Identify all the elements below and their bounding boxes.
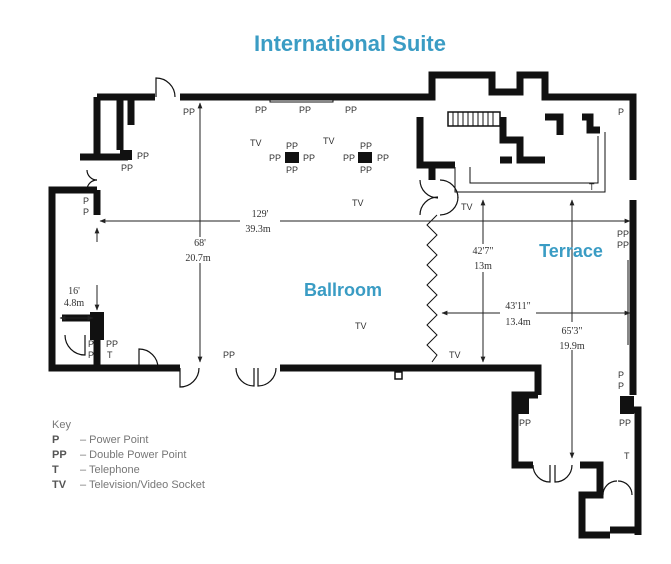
partition: [426, 214, 438, 363]
p-label: P: [88, 339, 94, 349]
t-label: T: [589, 182, 595, 192]
plan-title: International Suite: [254, 31, 446, 56]
pp-label: PP: [360, 165, 372, 175]
tv-label: TV: [250, 138, 262, 148]
p-label: P: [618, 107, 624, 117]
tv-label: TV: [461, 202, 473, 212]
dim-ballroom-depth-m: 20.7m: [185, 253, 211, 264]
tv-label: TV: [449, 350, 461, 360]
p-label: P: [83, 207, 89, 217]
service-outlines: [269, 98, 633, 345]
legend-code: T: [52, 464, 59, 476]
pp-label: PP: [617, 240, 629, 250]
dim-terrace-depth-m: 13m: [474, 261, 492, 272]
pp-label: PP: [269, 153, 281, 163]
pp-label: PP: [121, 163, 133, 173]
dim-ballroom-width-m: 39.3m: [245, 224, 271, 235]
pp-label: PP: [617, 229, 629, 239]
tv-label: TV: [355, 321, 367, 331]
outer-walls: [48, 71, 642, 539]
pp-label: PP: [183, 107, 195, 117]
pp-label: PP: [137, 151, 149, 161]
dim-terrace-width-m: 13.4m: [505, 317, 531, 328]
pp-label: PP: [519, 418, 531, 428]
legend-desc: – Telephone: [80, 464, 140, 476]
doors: [64, 77, 633, 496]
legend-code: P: [52, 434, 59, 446]
dim-side-m: 4.8m: [64, 298, 85, 309]
pp-label: PP: [377, 153, 389, 163]
legend-code: PP: [52, 449, 67, 461]
pp-label: PP: [286, 141, 298, 151]
legend: Key P – Power Point PP – Double Power Po…: [52, 419, 205, 491]
tv-label: TV: [352, 198, 364, 208]
legend-desc: – Television/Video Socket: [80, 479, 205, 491]
socket-labels: PP PP PP PP TV TV PP PP PP PP PP PP PP P…: [83, 105, 631, 461]
pp-label: PP: [360, 141, 372, 151]
t-label: T: [624, 451, 630, 461]
legend-desc: – Power Point: [80, 434, 148, 446]
pp-label: PP: [303, 153, 315, 163]
p-label: P: [83, 196, 89, 206]
pp-label: PP: [345, 105, 357, 115]
dim-terrace-width-ft: 43'11": [505, 301, 531, 312]
pp-label: PP: [619, 418, 631, 428]
pp-label: PP: [286, 165, 298, 175]
pp-label: PP: [299, 105, 311, 115]
p-label: P: [618, 370, 624, 380]
room-ballroom: Ballroom: [304, 280, 382, 300]
room-terrace: Terrace: [539, 241, 603, 261]
legend-desc: – Double Power Point: [80, 449, 186, 461]
pp-label: PP: [223, 350, 235, 360]
dim-terrace-depth-ft: 42'7": [473, 246, 494, 257]
pp-label: PP: [106, 339, 118, 349]
t-label: T: [107, 350, 113, 360]
fixtures: [90, 150, 634, 414]
pp-label: PP: [343, 153, 355, 163]
dim-side-ft: 16': [68, 286, 80, 297]
tv-label: TV: [323, 136, 335, 146]
pp-label: PP: [255, 105, 267, 115]
dimension-labels: 129' 39.3m 68' 20.7m 16' 4.8m 42'7" 13m …: [64, 207, 592, 352]
p-label: P: [618, 381, 624, 391]
stair: [447, 111, 501, 127]
dim-terrace-length-m: 19.9m: [559, 341, 585, 352]
legend-code: TV: [52, 479, 67, 491]
dim-ballroom-depth-ft: 68': [194, 238, 206, 249]
p-label: P: [88, 350, 94, 360]
legend-heading: Key: [52, 419, 71, 431]
dim-ballroom-width-ft: 129': [252, 209, 269, 220]
dim-terrace-length-ft: 65'3": [562, 326, 583, 337]
